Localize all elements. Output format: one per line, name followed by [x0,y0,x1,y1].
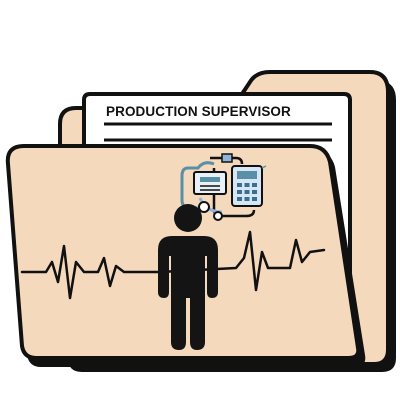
document-title: PRODUCTION SUPERVISOR [106,104,291,119]
machinery-icon [180,153,256,221]
calculator-icon [231,165,267,207]
person-icon [158,204,218,350]
heartbeat-line-icon [20,230,326,300]
